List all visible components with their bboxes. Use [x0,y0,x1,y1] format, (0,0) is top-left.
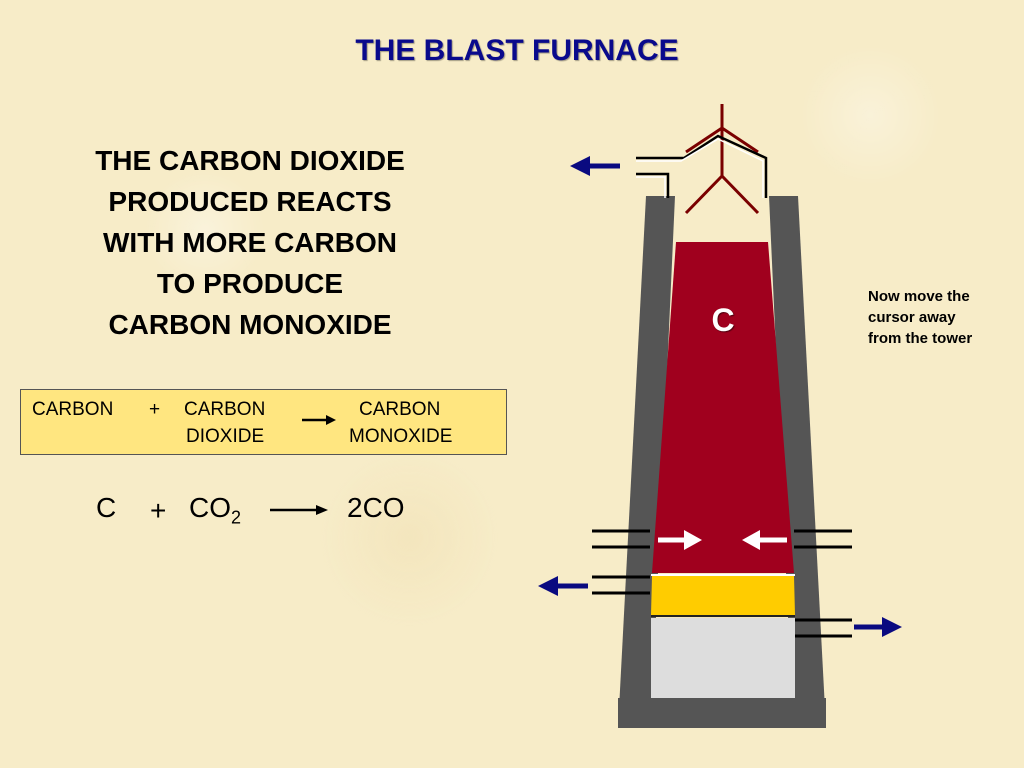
product-co-line1: CARBON [359,399,441,420]
product-co-line2: MONOXIDE [349,426,453,447]
plus-sign: + [149,399,161,420]
main-explanation: THE CARBON DIOXIDE PRODUCED REACTS WITH … [40,140,460,345]
hot-air-arrow-icon [742,530,787,550]
instruction-line: cursor away [868,309,956,326]
main-text-line: PRODUCED REACTS [108,186,392,217]
furnace-carbon-label: C [711,302,734,338]
reactant-carbon: CARBON [32,399,114,420]
reactant-co2-line1: CARBON [184,399,266,420]
main-text-line: CARBON MONOXIDE [108,309,392,340]
word-equation-box: CARBON + CARBON DIOXIDE CARBON MONOXIDE [20,389,507,455]
chemical-formula: C + CO2 2CO [0,490,520,540]
furnace-base [618,698,826,728]
gas-outlet-pipe [636,134,768,198]
furnace-charge-layer [652,242,794,573]
slag-tap-arrow-icon [538,576,588,596]
formula-plus: + [150,495,167,526]
hopper-icon [684,104,760,215]
formula-arrow-icon [270,505,328,515]
reaction-arrow-icon [302,415,336,425]
furnace-left-wall [618,196,675,728]
formula-co2-base: CO [189,492,231,523]
formula-product: 2CO [347,492,405,523]
formula-co2: CO2 [189,492,241,529]
main-text-line: TO PRODUCE [156,268,344,299]
slide-title: THE BLAST FURNACE [355,34,679,67]
slag-layer [651,576,795,615]
instruction-note: Now move the cursor away from the tower [868,286,1018,349]
waste-gas-arrow-icon [570,156,620,176]
reactant-co2-line2: DIOXIDE [186,426,265,447]
formula-co2-subscript: 2 [231,507,242,528]
tuyere-pipes [592,529,852,638]
instruction-line: from the tower [868,330,973,347]
molten-iron-layer [651,618,795,698]
main-text-line: THE CARBON DIOXIDE [95,145,405,176]
hot-air-arrow-icon [658,530,702,550]
formula-carbon: C [96,492,117,523]
furnace-right-wall [769,196,826,728]
instruction-line: Now move the [868,288,970,305]
main-text-line: WITH MORE CARBON [103,227,397,258]
iron-tap-arrow-icon [854,617,902,637]
